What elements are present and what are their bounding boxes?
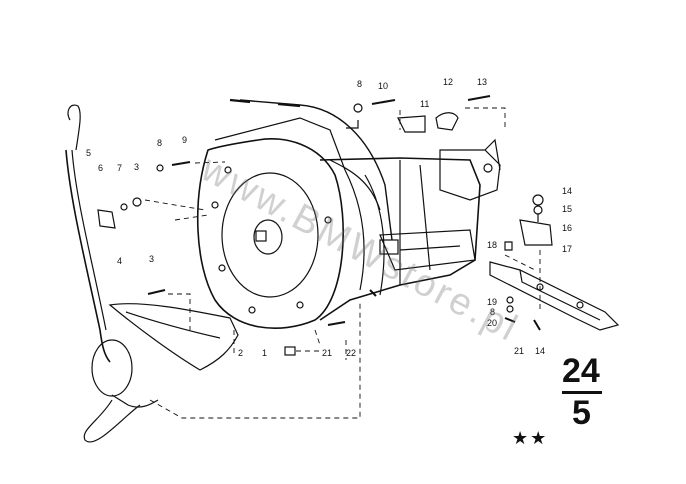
- upper-hardware: [346, 95, 491, 133]
- part-label-8-right: 8: [490, 307, 496, 317]
- tail-housing: [439, 138, 501, 201]
- bell-housing: [196, 117, 381, 329]
- part-label-14-bottom: 14: [535, 346, 546, 356]
- part-label-22: 22: [346, 348, 357, 358]
- part-label-21-right: 21: [514, 346, 525, 356]
- part-label-5: 5: [86, 148, 92, 158]
- dipstick-tube: [65, 104, 159, 443]
- part-label-3-top: 3: [134, 162, 140, 172]
- part-label-12: 12: [443, 77, 454, 87]
- part-label-7: 7: [117, 163, 123, 173]
- part-label-16: 16: [562, 223, 573, 233]
- part-label-3-bottom: 3: [149, 254, 155, 264]
- part-label-15: 15: [562, 204, 573, 214]
- group-number-divider: [562, 391, 602, 394]
- part-label-8-left: 8: [157, 138, 163, 148]
- part-label-13: 13: [477, 77, 488, 87]
- part-label-4: 4: [117, 256, 123, 266]
- leader-lines: [144, 107, 541, 419]
- part-label-21-left: 21: [322, 348, 333, 358]
- group-number-top: 24: [562, 352, 600, 390]
- part-label-19: 19: [487, 297, 498, 307]
- group-number-bottom: 5: [572, 394, 591, 432]
- part-label-14-top: 14: [562, 186, 573, 196]
- left-hardware: [97, 161, 541, 356]
- part-label-10: 10: [378, 81, 389, 91]
- part-label-9: 9: [182, 135, 188, 145]
- part-label-1: 1: [262, 348, 268, 358]
- part-label-18: 18: [487, 240, 498, 250]
- transmission-case: [319, 157, 481, 321]
- rating-stars: ★★: [512, 428, 549, 449]
- part-label-8-top: 8: [357, 79, 363, 89]
- part-label-11: 11: [420, 99, 430, 109]
- part-label-17: 17: [562, 244, 573, 254]
- part-label-20: 20: [487, 318, 498, 328]
- cover-plate: [108, 303, 239, 371]
- part-label-6: 6: [98, 163, 104, 173]
- part-label-2: 2: [238, 348, 244, 358]
- throttle-cable: [239, 99, 393, 241]
- crossmember-bracket: [489, 194, 620, 331]
